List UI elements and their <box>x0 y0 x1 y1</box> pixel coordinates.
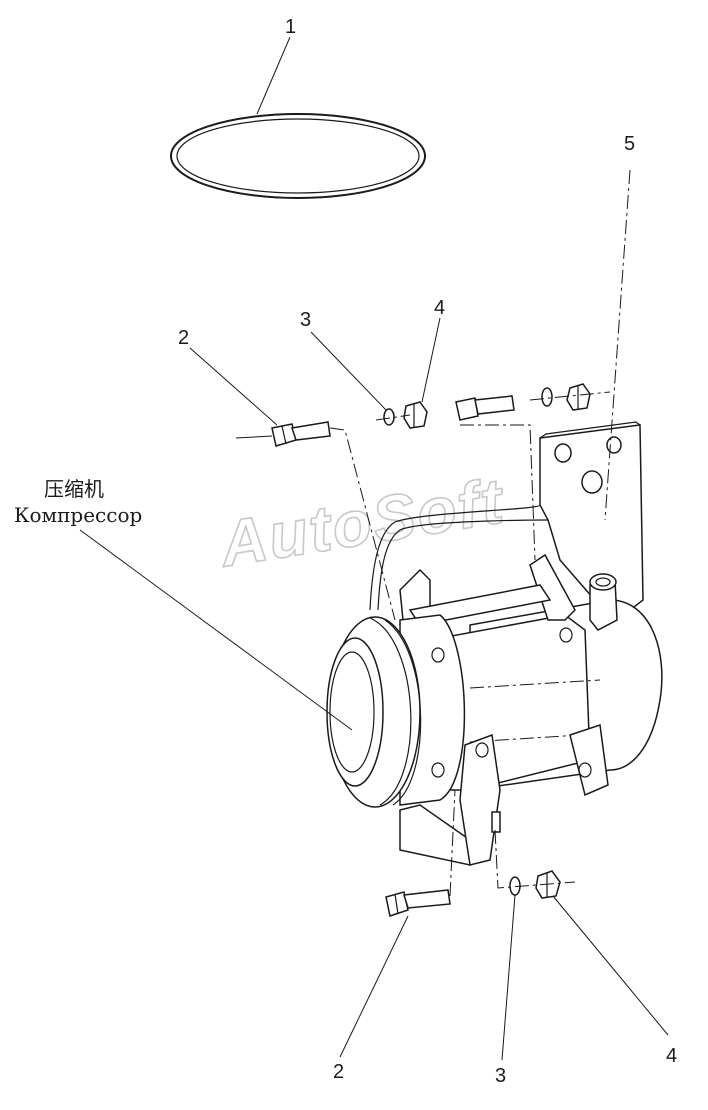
axis-bolt-top <box>235 435 273 439</box>
axis-bottom-hardware <box>494 829 576 889</box>
caption-russian: Компрессор <box>14 503 142 527</box>
callout-3-top: 3 <box>300 309 311 331</box>
leader-1 <box>256 36 291 115</box>
dash-2-top <box>329 427 396 621</box>
leader-2-top <box>189 347 278 426</box>
leader-4-top <box>421 317 441 403</box>
part-4-nut-top <box>403 401 428 429</box>
part-2-bolt-bottom <box>385 889 451 917</box>
compressor-body <box>326 553 663 866</box>
dash-5 <box>604 169 631 521</box>
axis-washer-top <box>375 414 411 421</box>
leader-4-bottom <box>552 895 669 1036</box>
callout-5: 5 <box>624 133 635 155</box>
part-5-bracket <box>369 421 644 611</box>
dash-2-bottom <box>449 789 456 897</box>
axis-upper-right <box>529 391 611 401</box>
callout-3-bottom: 3 <box>495 1065 506 1087</box>
part-3-washer-top <box>383 408 395 426</box>
callout-2-bottom: 2 <box>333 1061 344 1083</box>
callout-1: 1 <box>285 16 296 38</box>
callout-4-bottom: 4 <box>666 1045 677 1067</box>
bolt-upper-right <box>455 395 515 421</box>
caption-chinese: 压缩机 <box>44 477 104 501</box>
callout-4-top: 4 <box>434 297 445 319</box>
leader-3-top <box>310 331 387 411</box>
part-1-belt <box>170 113 426 199</box>
leader-2-bottom <box>339 915 409 1058</box>
leader-3-bottom <box>501 894 516 1061</box>
leader-caption <box>79 529 353 731</box>
dash-upper-right <box>460 424 536 561</box>
washer-upper-right <box>541 387 553 407</box>
watermark-text: AutoSoft <box>213 464 510 580</box>
callout-2-top: 2 <box>178 327 189 349</box>
part-2-bolt-top <box>271 421 331 447</box>
nut-upper-right <box>566 383 591 411</box>
